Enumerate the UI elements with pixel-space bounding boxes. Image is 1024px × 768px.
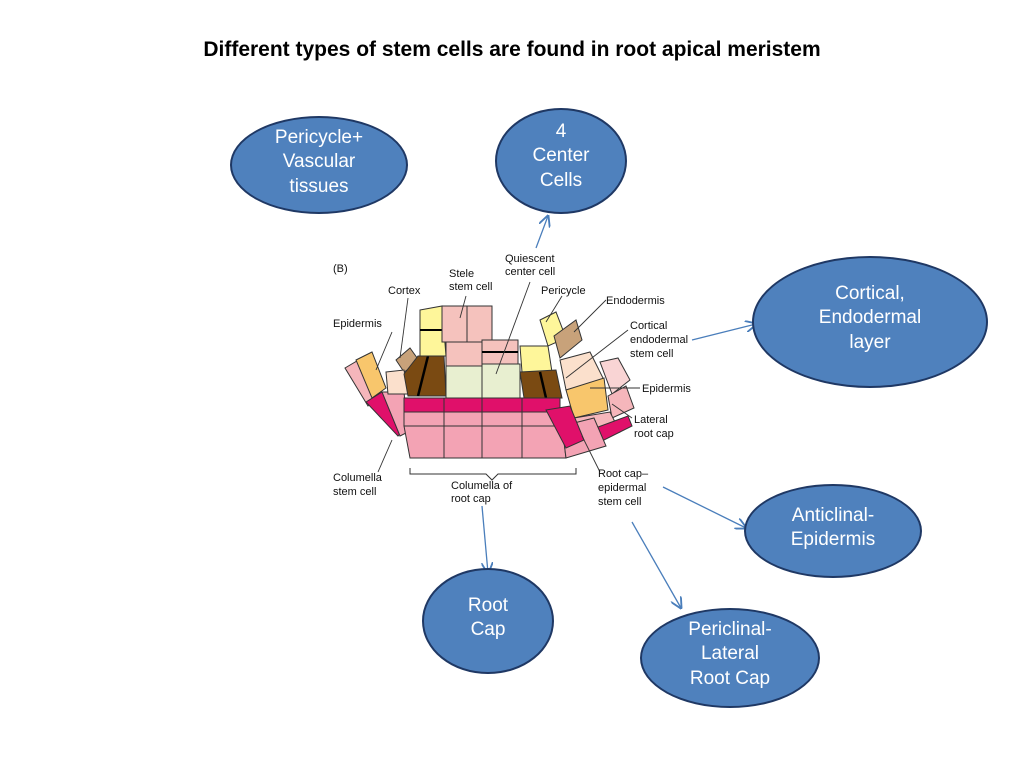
bubble-root-cap: Root Cap: [422, 568, 554, 674]
label-rootcap-ep-1: Root cap–: [598, 468, 649, 480]
arrow-to-periclinal: [631, 521, 681, 608]
label-quiescent-1: Quiescent: [505, 253, 555, 265]
bubble-periclinal-lateral-root-cap: Periclinal- Lateral Root Cap: [640, 608, 820, 708]
label-pericycle: Pericycle: [541, 285, 586, 297]
label-cortical-3: stem cell: [630, 348, 673, 360]
label-rootcap-ep-2: epidermal: [598, 482, 646, 494]
arrow-to-cortical: [691, 324, 756, 341]
label-epidermis-left: Epidermis: [333, 318, 382, 330]
label-cortical-2: endodermal: [630, 334, 688, 346]
label-rootcap-ep-3: stem cell: [598, 496, 641, 508]
bubble-cortical-text: Cortical, Endodermal layer: [818, 283, 922, 353]
bubble-center-cells: 4 Center Cells: [495, 108, 627, 214]
bubble-cortical-endodermal: Cortical, Endodermal layer: [752, 256, 988, 388]
bubble-anticlinal-text: Anticlinal- Epidermis: [790, 505, 876, 551]
bubble-center-text: 4 Center Cells: [532, 121, 590, 191]
cell-drawing: [344, 305, 635, 481]
label-columella-1: Columella: [333, 472, 383, 484]
arrow-to-root-cap: [482, 505, 488, 573]
bubble-rootcap-text: Root Cap: [467, 595, 509, 641]
bubble-pericycle-text: Pericycle+ Vascular tissues: [274, 127, 364, 197]
label-cortical-1: Cortical: [630, 320, 667, 332]
page-title: Different types of stem cells are found …: [203, 38, 821, 61]
label-quiescent-2: center cell: [505, 266, 555, 278]
label-columella-cap-1: Columella of: [451, 480, 513, 492]
label-stele-2: stem cell: [449, 281, 492, 293]
label-stele-1: Stele: [449, 268, 474, 280]
bubble-pericycle-vascular: Pericycle+ Vascular tissues: [230, 116, 408, 214]
label-endodermis: Endodermis: [606, 295, 665, 307]
label-columella-cap-2: root cap: [451, 493, 491, 505]
label-cortex: Cortex: [388, 285, 421, 297]
panel-label: (B): [333, 263, 348, 275]
bubble-anticlinal-epidermis: Anticlinal- Epidermis: [744, 484, 922, 578]
bubble-periclinal-text: Periclinal- Lateral Root Cap: [688, 619, 772, 689]
label-lateral-1: Lateral: [634, 414, 668, 426]
leader-lines: [375, 281, 640, 473]
label-epidermis-right: Epidermis: [642, 383, 691, 395]
label-columella-2: stem cell: [333, 486, 376, 498]
arrow-to-anticlinal: [662, 486, 746, 528]
arrow-to-center-cells: [535, 216, 548, 249]
label-lateral-2: root cap: [634, 428, 674, 440]
